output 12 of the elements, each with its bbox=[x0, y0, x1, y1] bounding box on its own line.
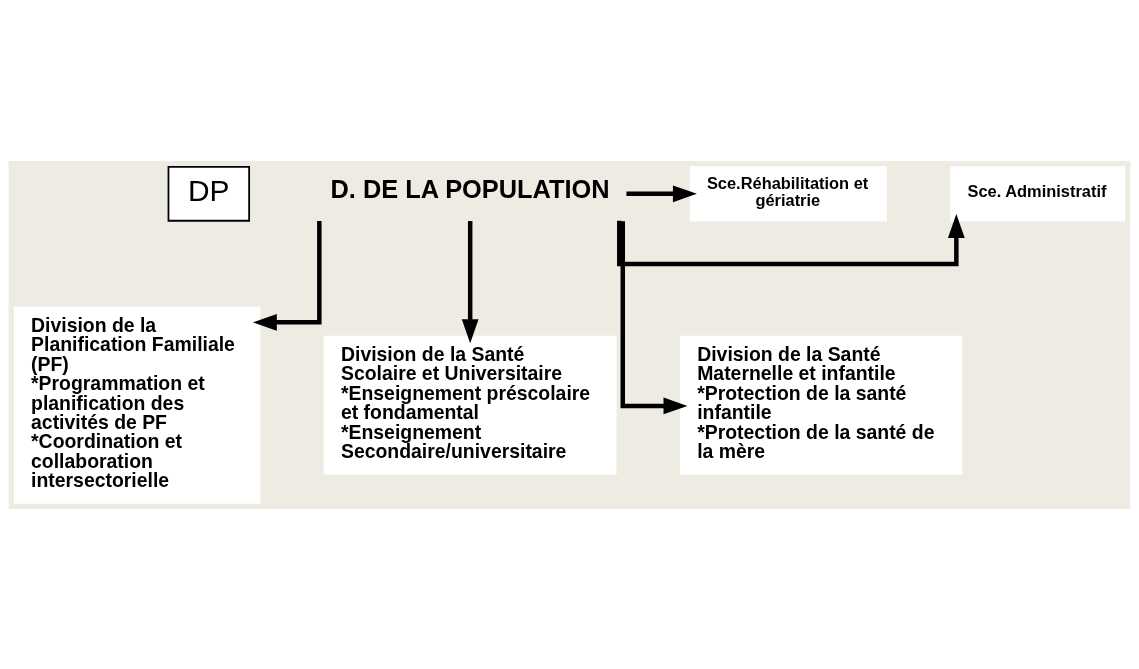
node-box: DP bbox=[167, 165, 251, 222]
node-box: Sce.Réhabilitation et gériatrie bbox=[689, 165, 887, 221]
node-box: Division de la Santé Scolaire et Universitaire *Enseignement préscolaire et fondamental *Enseignement Secondaire/universitaire bbox=[323, 335, 617, 475]
node-box: Division de la Planification Familiale (PF) *Programmation et planification des activités de PF *Coordination et collaboration intersectorielle bbox=[13, 306, 261, 504]
node-box: Division de la Santé Maternelle et infantile *Protection de la santé infantile *Protection de la santé de la mère bbox=[680, 335, 963, 475]
arrow bbox=[461, 220, 479, 343]
arrow bbox=[617, 213, 965, 266]
arrow bbox=[626, 184, 697, 202]
node-box: Sce. Administratif bbox=[950, 165, 1126, 221]
arrow bbox=[252, 220, 322, 331]
node-text: D. DE LA POPULATION bbox=[330, 174, 610, 203]
arrow bbox=[620, 220, 688, 414]
